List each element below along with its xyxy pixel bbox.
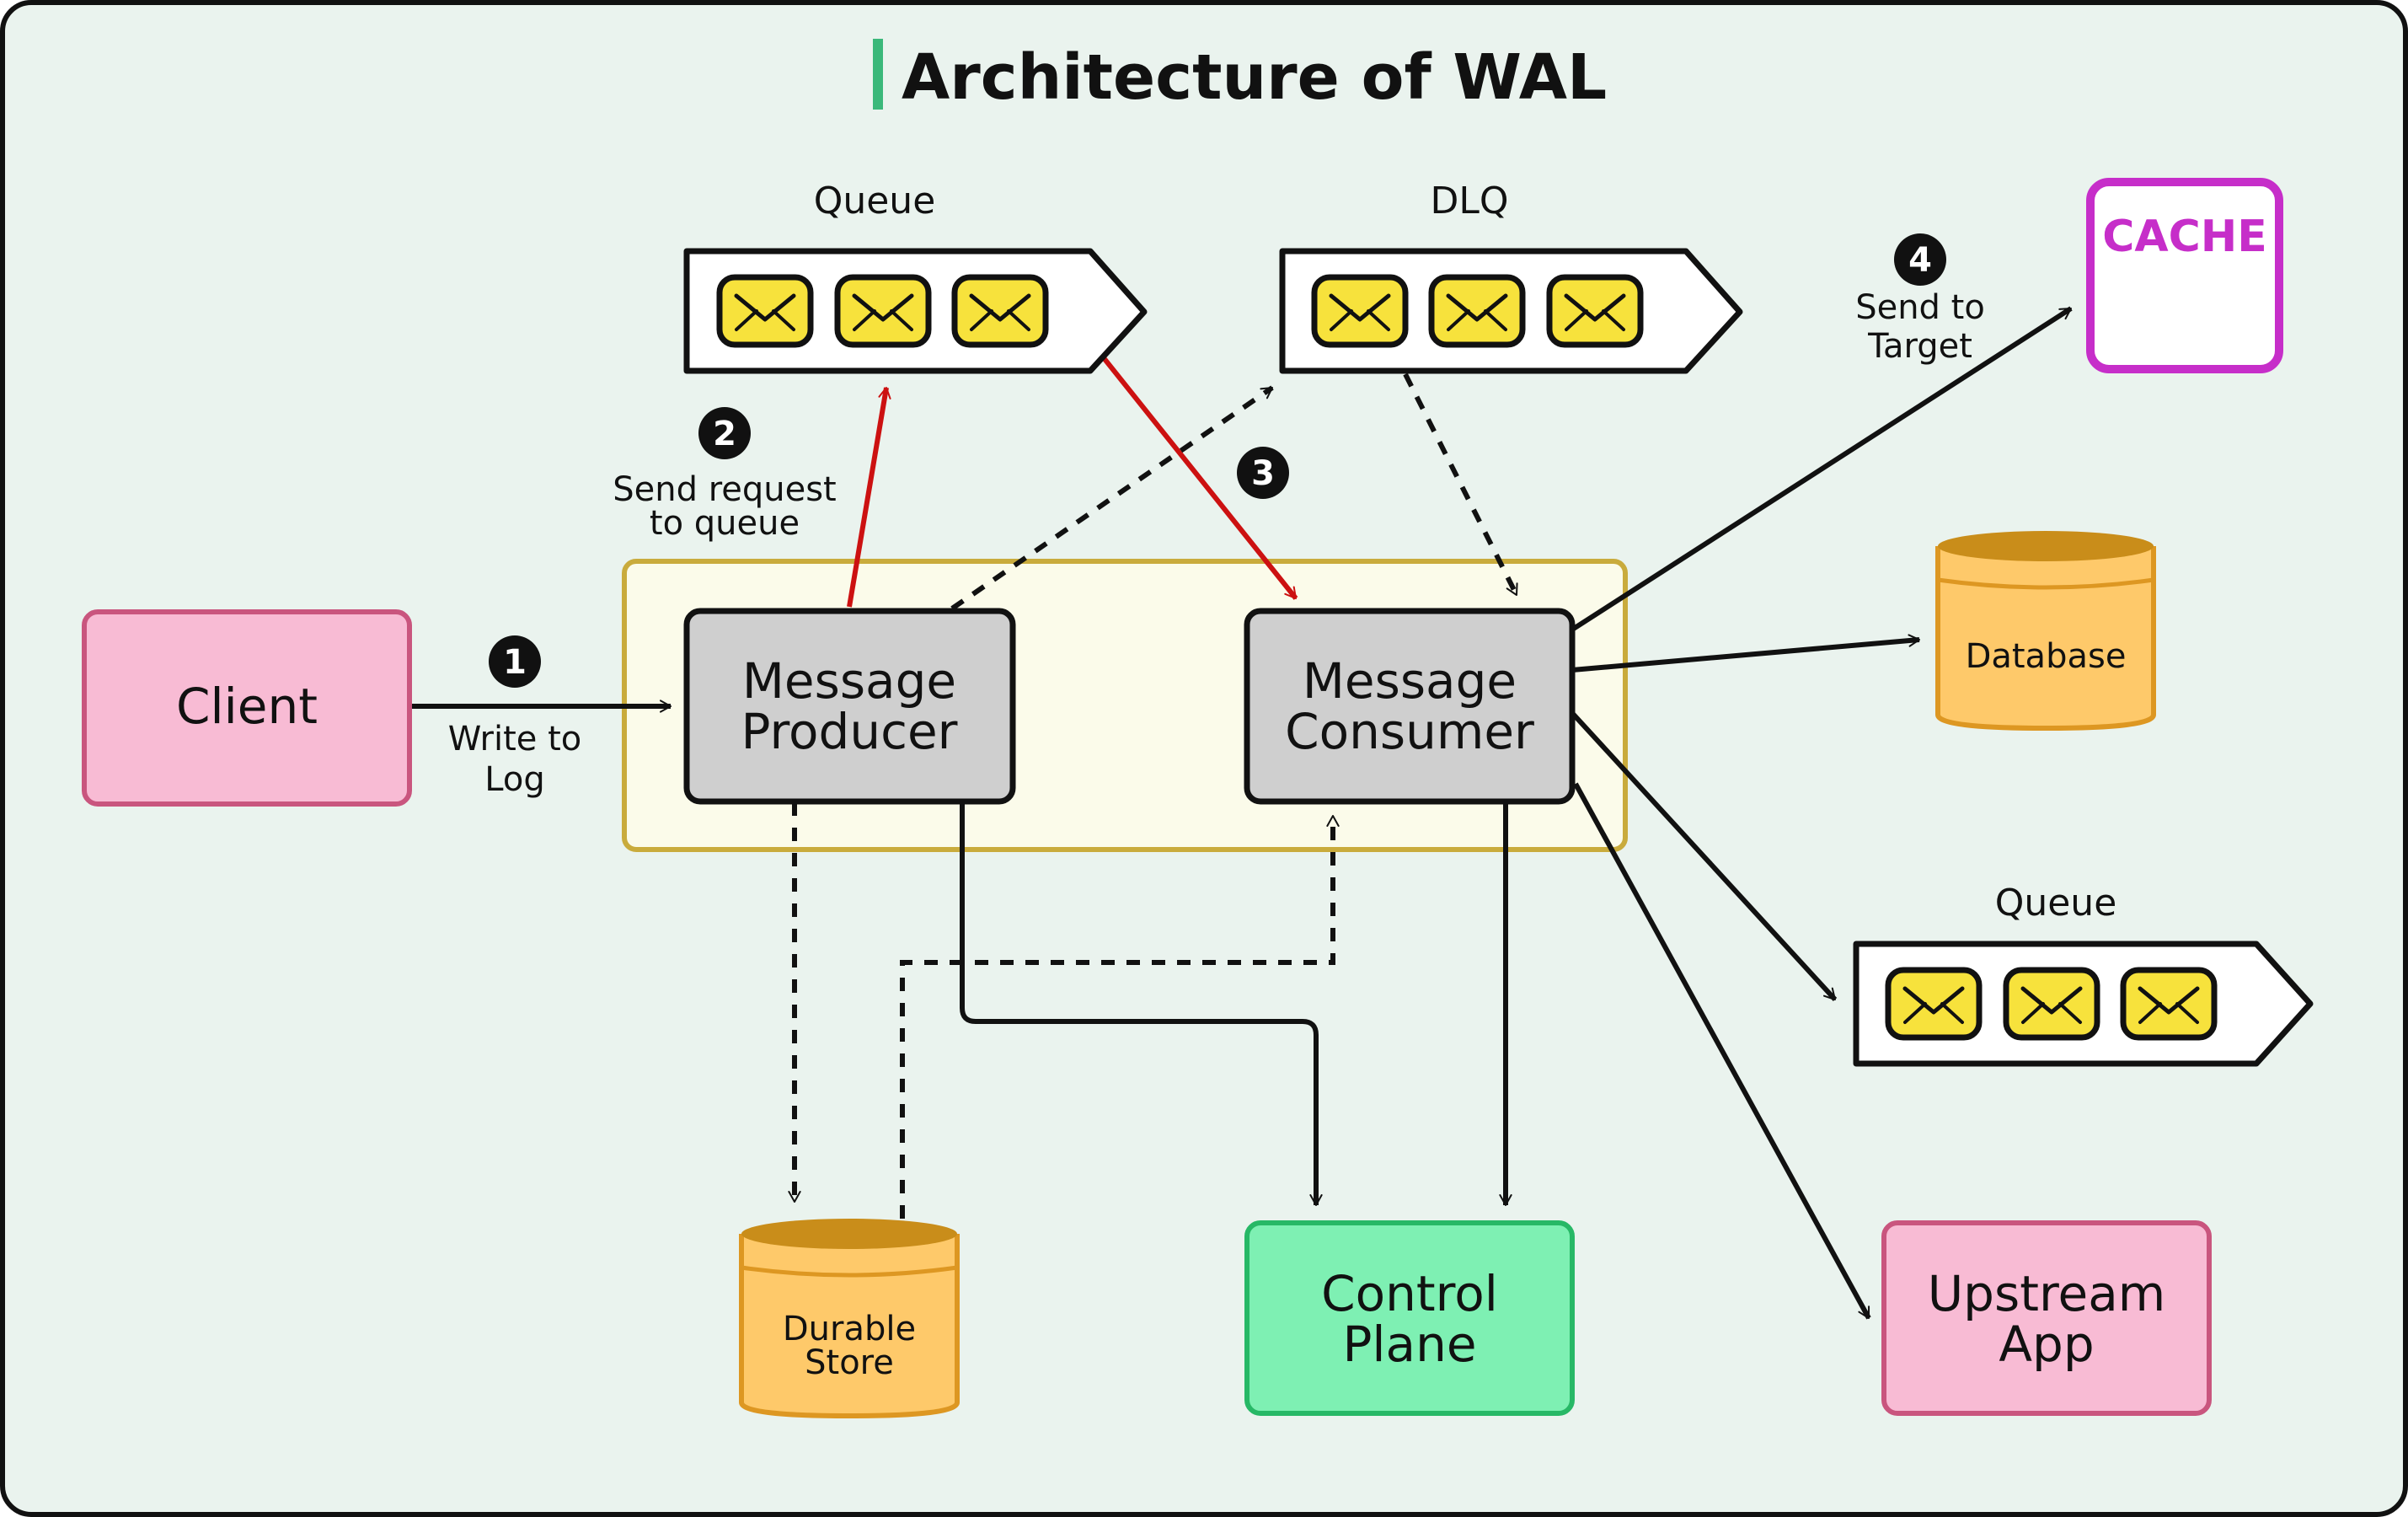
envelope-icon (837, 277, 928, 345)
step-label-line2: Target (1867, 327, 1972, 366)
step-label-line1: Send request (613, 470, 837, 509)
control-plane-node: Control Plane (1244, 1220, 1575, 1416)
arrow-consumer-to-queue-right (1570, 710, 1838, 1002)
upstream-app-label-line2: App (1999, 1316, 2094, 1373)
envelope-icon (955, 277, 1046, 345)
arrow-durable-store-to-consumer (900, 815, 1340, 1219)
upstream-app-node: Upstream App (1881, 1220, 2212, 1416)
arrow-producer-to-control-plane (960, 802, 1323, 1206)
envelope-icon (2006, 970, 2097, 1037)
step-number: 1 (503, 643, 527, 682)
arrow-dlq-to-consumer (1403, 373, 1519, 597)
step-number: 4 (1908, 241, 1932, 280)
envelope-icon (720, 277, 811, 345)
step-1: 1 Write to Log (448, 635, 581, 799)
arrow-consumer-to-database (1571, 634, 1920, 673)
envelope-icon (1888, 970, 1979, 1037)
database-label: Database (1966, 637, 2127, 676)
step-3: 3 (1237, 447, 1289, 499)
step-label-line2: Log (484, 760, 544, 799)
step-label-line2: to queue (650, 504, 800, 543)
queue-label: Queue (814, 180, 936, 222)
control-plane-label-line1: Control (1321, 1265, 1498, 1322)
queue-dlq: DLQ (1279, 180, 1743, 374)
cache-node: CACHE (2086, 178, 2283, 373)
arrow-consumer-to-upstream-app (1573, 782, 1871, 1320)
message-consumer-node: Message Consumer (1244, 608, 1576, 805)
client-label: Client (176, 678, 318, 735)
producer-label-line2: Producer (741, 703, 957, 760)
database-node: Database (1935, 531, 2156, 732)
arrow-queue-to-consumer (1095, 349, 1298, 600)
step-number: 3 (1251, 454, 1275, 493)
queue-right: Queue (1853, 882, 2314, 1067)
step-badge (489, 635, 541, 688)
envelope-icon (1549, 277, 1640, 345)
producer-label-line1: Message (742, 652, 956, 710)
arrow-producer-to-queue (847, 387, 891, 608)
step-badge (1894, 233, 1946, 286)
dlq-label: DLQ (1430, 180, 1508, 222)
envelope-icon (1431, 277, 1522, 345)
title-accent-bar (873, 39, 883, 110)
diagram-title: Architecture of WAL (902, 41, 1607, 114)
consumer-label-line1: Message (1303, 652, 1517, 710)
message-producer-node: Message Producer (683, 608, 1016, 805)
queue-label: Queue (1995, 882, 2117, 925)
step-label-line1: Send to (1855, 288, 1985, 327)
queue-top: Queue (683, 180, 1148, 374)
step-number: 2 (713, 415, 736, 453)
durable-store-label-line2: Store (805, 1343, 894, 1382)
arrow-consumer-to-cache (1571, 306, 2073, 632)
envelope-icon (1314, 277, 1405, 345)
cache-label: CACHE (2102, 212, 2267, 262)
durable-store-node: Durable Store (739, 1219, 960, 1419)
envelope-icon (2123, 970, 2214, 1037)
client-node: Client (82, 609, 412, 807)
control-plane-label-line2: Plane (1342, 1316, 1476, 1373)
step-4: 4 Send to Target (1855, 233, 1985, 366)
upstream-app-label-line1: Upstream (1928, 1265, 2166, 1322)
step-badge (698, 407, 751, 459)
step-badge (1237, 447, 1289, 499)
step-2: 2 Send request to queue (613, 407, 837, 543)
step-label-line1: Write to (448, 720, 581, 758)
durable-store-label-line1: Durable (783, 1310, 916, 1348)
consumer-label-line2: Consumer (1285, 703, 1534, 760)
